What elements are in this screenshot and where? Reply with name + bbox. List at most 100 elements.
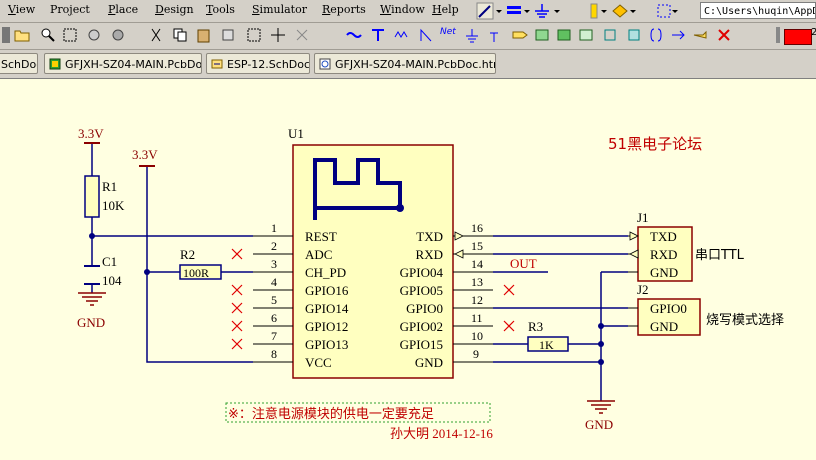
chevron-down-icon[interactable] xyxy=(672,10,678,13)
j2-connector[interactable]: J2 GPIO0 GND 烧写模式选择 xyxy=(628,282,784,336)
no-erc-icon[interactable] xyxy=(716,27,732,43)
port-tool-icon[interactable] xyxy=(590,3,598,19)
menu-place[interactable]: Place xyxy=(108,3,139,16)
chevron-down-icon[interactable] xyxy=(601,10,607,13)
line-tool-icon[interactable] xyxy=(476,2,494,20)
menu-project[interactable]: Project xyxy=(50,3,90,16)
bus-entry-icon[interactable] xyxy=(370,27,386,43)
r2-designator: R2 xyxy=(180,247,195,262)
schematic-doc-icon xyxy=(211,59,223,69)
menu-help[interactable]: Help xyxy=(432,3,459,16)
zoom-icon[interactable] xyxy=(40,27,56,43)
pin-name-vcc: VCC xyxy=(305,355,332,370)
ground-port-icon[interactable] xyxy=(464,27,480,43)
j2-pin-gnd: GND xyxy=(650,319,678,334)
pin-name-rxd: RXD xyxy=(416,247,443,262)
tab-pcbdoc-htm[interactable]: GFJXH-SZ04-MAIN.PcbDoc.htm xyxy=(314,53,496,74)
chevron-down-icon[interactable] xyxy=(630,10,636,13)
menu-tools[interactable]: Tools xyxy=(206,3,235,16)
pin-num-3: 3 xyxy=(271,257,277,271)
out-net-label[interactable]: OUT xyxy=(510,256,537,271)
cut-icon[interactable] xyxy=(148,27,164,43)
u1-left-pin-numbers: 1 2 3 4 5 6 7 8 xyxy=(271,221,277,361)
vcc-symbol-1[interactable]: 3.3V xyxy=(78,126,104,144)
select-area-icon[interactable] xyxy=(246,27,262,43)
vcc-symbol-2[interactable]: 3.3V xyxy=(132,147,158,167)
u1-component[interactable]: U1 REST ADC CH_PD GPIO16 GPIO14 GPIO12 G… xyxy=(288,126,454,379)
chevron-down-icon[interactable] xyxy=(554,10,560,13)
menu-design[interactable]: Design xyxy=(155,3,194,16)
r1-designator: R1 xyxy=(102,179,117,194)
ground-tool-icon[interactable] xyxy=(535,4,549,18)
author-note[interactable]: 孙大明 2014-12-16 xyxy=(390,426,493,441)
device-sheet-icon[interactable] xyxy=(578,27,594,43)
net-label-icon[interactable] xyxy=(418,27,434,43)
antenna-trace xyxy=(313,158,402,220)
sheet-symbol-icon[interactable] xyxy=(534,27,550,43)
net-icon[interactable]: Net xyxy=(440,27,456,37)
pin-name-gnd: GND xyxy=(415,355,443,370)
drawing-toolbar xyxy=(476,2,678,20)
vcc-port-icon[interactable] xyxy=(486,27,502,43)
zoom-fit-icon[interactable] xyxy=(62,27,78,43)
chevron-down-icon[interactable] xyxy=(496,10,502,13)
signal-harness-icon[interactable] xyxy=(670,27,686,43)
out-label: OUT xyxy=(510,256,537,271)
tab-esp12-schdoc[interactable]: ESP-12.SchDoc xyxy=(206,53,310,74)
vcc-label: 3.3V xyxy=(132,147,158,162)
port-icon[interactable] xyxy=(512,27,528,43)
pin-num-12: 12 xyxy=(471,293,483,307)
paste-special-icon[interactable] xyxy=(110,27,126,43)
wire-icon[interactable] xyxy=(394,27,410,43)
menu-bar: View Project Place Design Tools Simulato… xyxy=(0,0,816,23)
harness-icon[interactable] xyxy=(602,27,618,43)
main-toolbar: Net 2 xyxy=(0,23,816,50)
c1-capacitor[interactable]: C1 104 xyxy=(84,254,122,288)
tab-label: GFJXH-SZ04-MAIN.PcbDoc.htm xyxy=(335,58,496,71)
open-icon[interactable] xyxy=(14,27,30,43)
sheet-entry-icon[interactable] xyxy=(556,27,572,43)
select-icon[interactable] xyxy=(86,27,102,43)
r2-value: 100R xyxy=(183,266,209,280)
color-swatch[interactable] xyxy=(784,29,812,45)
grid-tool-icon[interactable] xyxy=(657,4,671,18)
paste-icon[interactable] xyxy=(196,27,212,43)
r3-resistor[interactable]: R3 1K xyxy=(527,319,569,352)
r1-resistor[interactable]: R1 10K xyxy=(84,175,125,218)
menu-view[interactable]: View xyxy=(8,3,36,16)
u1-designator: U1 xyxy=(288,126,304,141)
r2-resistor[interactable]: R2 100R xyxy=(179,247,222,280)
pin-name-gpio12: GPIO12 xyxy=(305,319,348,334)
path-input[interactable]: C:\Users\huqin\AppD xyxy=(700,2,816,19)
pin-num-6: 6 xyxy=(271,311,277,325)
menu-reports[interactable]: Reports xyxy=(322,3,366,16)
menu-window[interactable]: Window xyxy=(380,3,425,16)
color-swatch-label: 2 xyxy=(811,27,816,38)
tab-pcbdoc[interactable]: GFJXH-SZ04-MAIN.PcbDoc xyxy=(44,53,202,74)
j1-connector[interactable]: J1 TXD RXD GND 串口TTL xyxy=(628,210,745,282)
pin-num-7: 7 xyxy=(271,329,277,343)
gnd-symbol-right[interactable]: GND xyxy=(585,400,615,432)
chevron-down-icon[interactable] xyxy=(524,10,530,13)
pin-io-arrows xyxy=(454,231,464,259)
tab-schdoc[interactable]: SchDoc xyxy=(0,53,38,74)
gnd-symbol-left[interactable]: GND xyxy=(77,292,106,330)
harness-entry-icon[interactable] xyxy=(626,27,642,43)
rubber-stamp-icon[interactable] xyxy=(220,27,236,43)
menu-simulator[interactable]: Simulator xyxy=(252,3,307,16)
diamond-tool-icon[interactable] xyxy=(612,4,628,18)
deselect-icon[interactable] xyxy=(294,27,310,43)
wires xyxy=(91,143,628,401)
copy-icon[interactable] xyxy=(172,27,188,43)
j2-designator: J2 xyxy=(637,282,649,297)
j2-pin-gpio0: GPIO0 xyxy=(650,301,687,316)
toolbar-handle[interactable] xyxy=(2,27,10,43)
directive-icon[interactable] xyxy=(692,27,708,43)
align-tool-icon[interactable] xyxy=(507,6,521,14)
schematic-canvas[interactable]: 51黑电子论坛 U1 REST ADC CH_PD GPIO16 GPIO14 … xyxy=(0,79,816,456)
move-icon[interactable] xyxy=(270,27,286,43)
power-note[interactable]: ※：注意电源模块的供电一定要充足 xyxy=(228,406,434,422)
bracket-icon[interactable] xyxy=(648,27,664,43)
pin-name-gpio04: GPIO04 xyxy=(400,265,444,280)
bus-icon[interactable] xyxy=(346,27,362,43)
